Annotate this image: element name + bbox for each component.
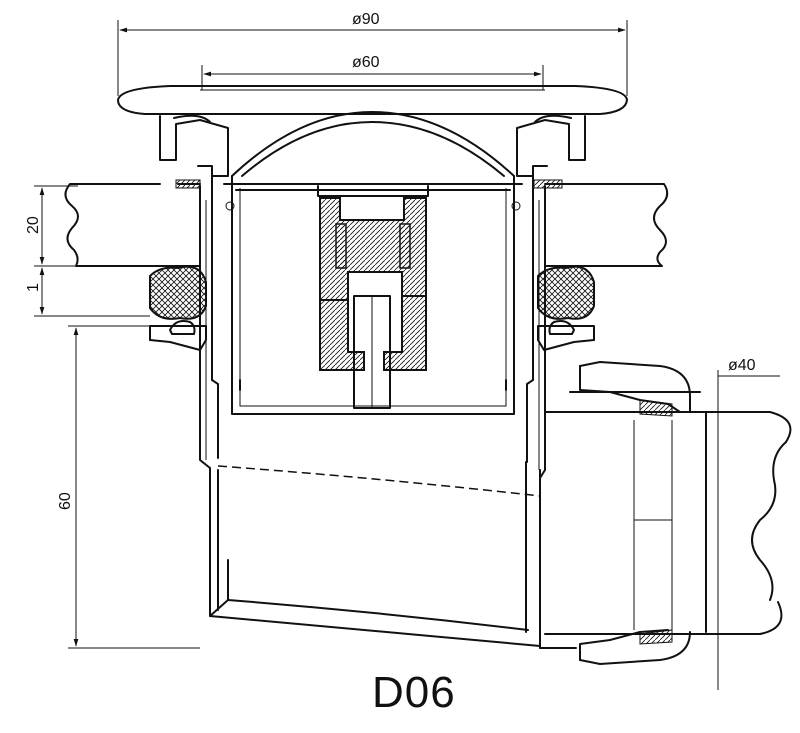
cap-lug-right: [516, 114, 586, 177]
outlet-pipe: ø40: [539, 357, 792, 690]
depth-label: 60: [57, 492, 74, 510]
dimension-depth: 60: [57, 325, 200, 649]
cap-lug-left: [159, 114, 229, 177]
dimension-outer-diameter: ø90: [117, 11, 628, 96]
clamp-flange-left: [149, 320, 207, 351]
dimension-inner-diameter: ø60: [201, 54, 544, 90]
floor-slab-left: [64, 179, 201, 267]
seal-ring-left: [149, 265, 207, 320]
gap-label: 1: [25, 283, 42, 292]
dimension-thickness: 20: [25, 185, 78, 267]
inner-diameter-label: ø60: [352, 54, 380, 71]
outlet-diameter-label: ø40: [728, 357, 756, 374]
thickness-label: 20: [25, 216, 42, 234]
clamp-flange-right: [537, 320, 595, 351]
drawing-code: D06: [372, 668, 456, 717]
cover-cap: [117, 85, 628, 115]
drain-body: [199, 173, 546, 649]
floor-slab-right: [533, 179, 669, 267]
dimension-gap: 1: [25, 267, 150, 317]
strainer-basket: [223, 111, 523, 415]
seal-ring-right: [537, 265, 595, 320]
trap-insert: [317, 185, 429, 409]
outer-diameter-label: ø90: [352, 11, 380, 28]
